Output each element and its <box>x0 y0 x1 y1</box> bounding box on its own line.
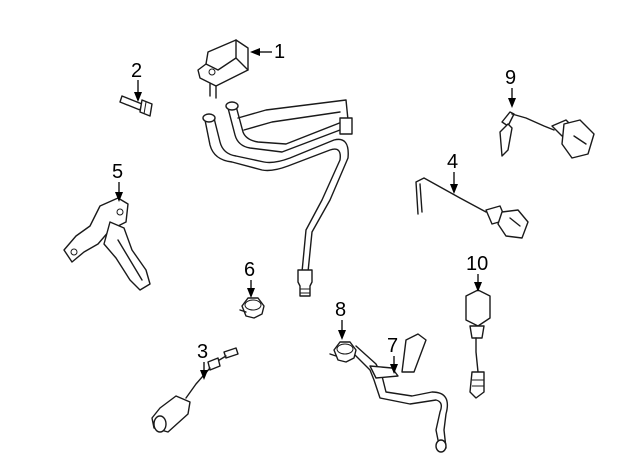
callout-7: 7 <box>387 335 398 374</box>
callout-4: 4 <box>447 151 458 194</box>
callout-2: 2 <box>131 60 142 102</box>
callout-number-7: 7 <box>387 335 398 357</box>
callout-number-9: 9 <box>505 67 516 89</box>
callout-3: 3 <box>197 341 208 380</box>
callout-number-2: 2 <box>131 60 142 82</box>
callout-number-3: 3 <box>197 341 208 363</box>
part-1-pressure-sensor[interactable] <box>197 39 249 99</box>
callout-6: 6 <box>244 259 255 298</box>
callout-5: 5 <box>112 161 123 202</box>
part-4-sensor[interactable] <box>415 177 529 239</box>
callout-1: 1 <box>250 41 285 63</box>
callout-number-1: 1 <box>274 41 285 63</box>
part-1-hose-assembly[interactable] <box>202 99 353 297</box>
callout-8: 8 <box>335 299 346 340</box>
part-7-pipe[interactable] <box>351 333 449 453</box>
callout-number-4: 4 <box>447 151 458 173</box>
part-8-clip[interactable] <box>329 341 357 363</box>
callout-number-6: 6 <box>244 259 255 281</box>
callout-number-10: 10 <box>466 253 488 275</box>
part-2-bolt[interactable] <box>119 95 153 117</box>
part-5-bracket[interactable] <box>63 197 151 291</box>
callout-number-8: 8 <box>335 299 346 321</box>
callout-number-5: 5 <box>112 161 123 183</box>
callout-10: 10 <box>466 253 488 292</box>
callout-9: 9 <box>505 67 516 108</box>
part-9-sensor[interactable] <box>499 111 595 159</box>
part-3-sensor[interactable] <box>151 347 239 433</box>
part-6-clip[interactable] <box>239 297 265 319</box>
part-10-sensor[interactable] <box>465 289 491 399</box>
